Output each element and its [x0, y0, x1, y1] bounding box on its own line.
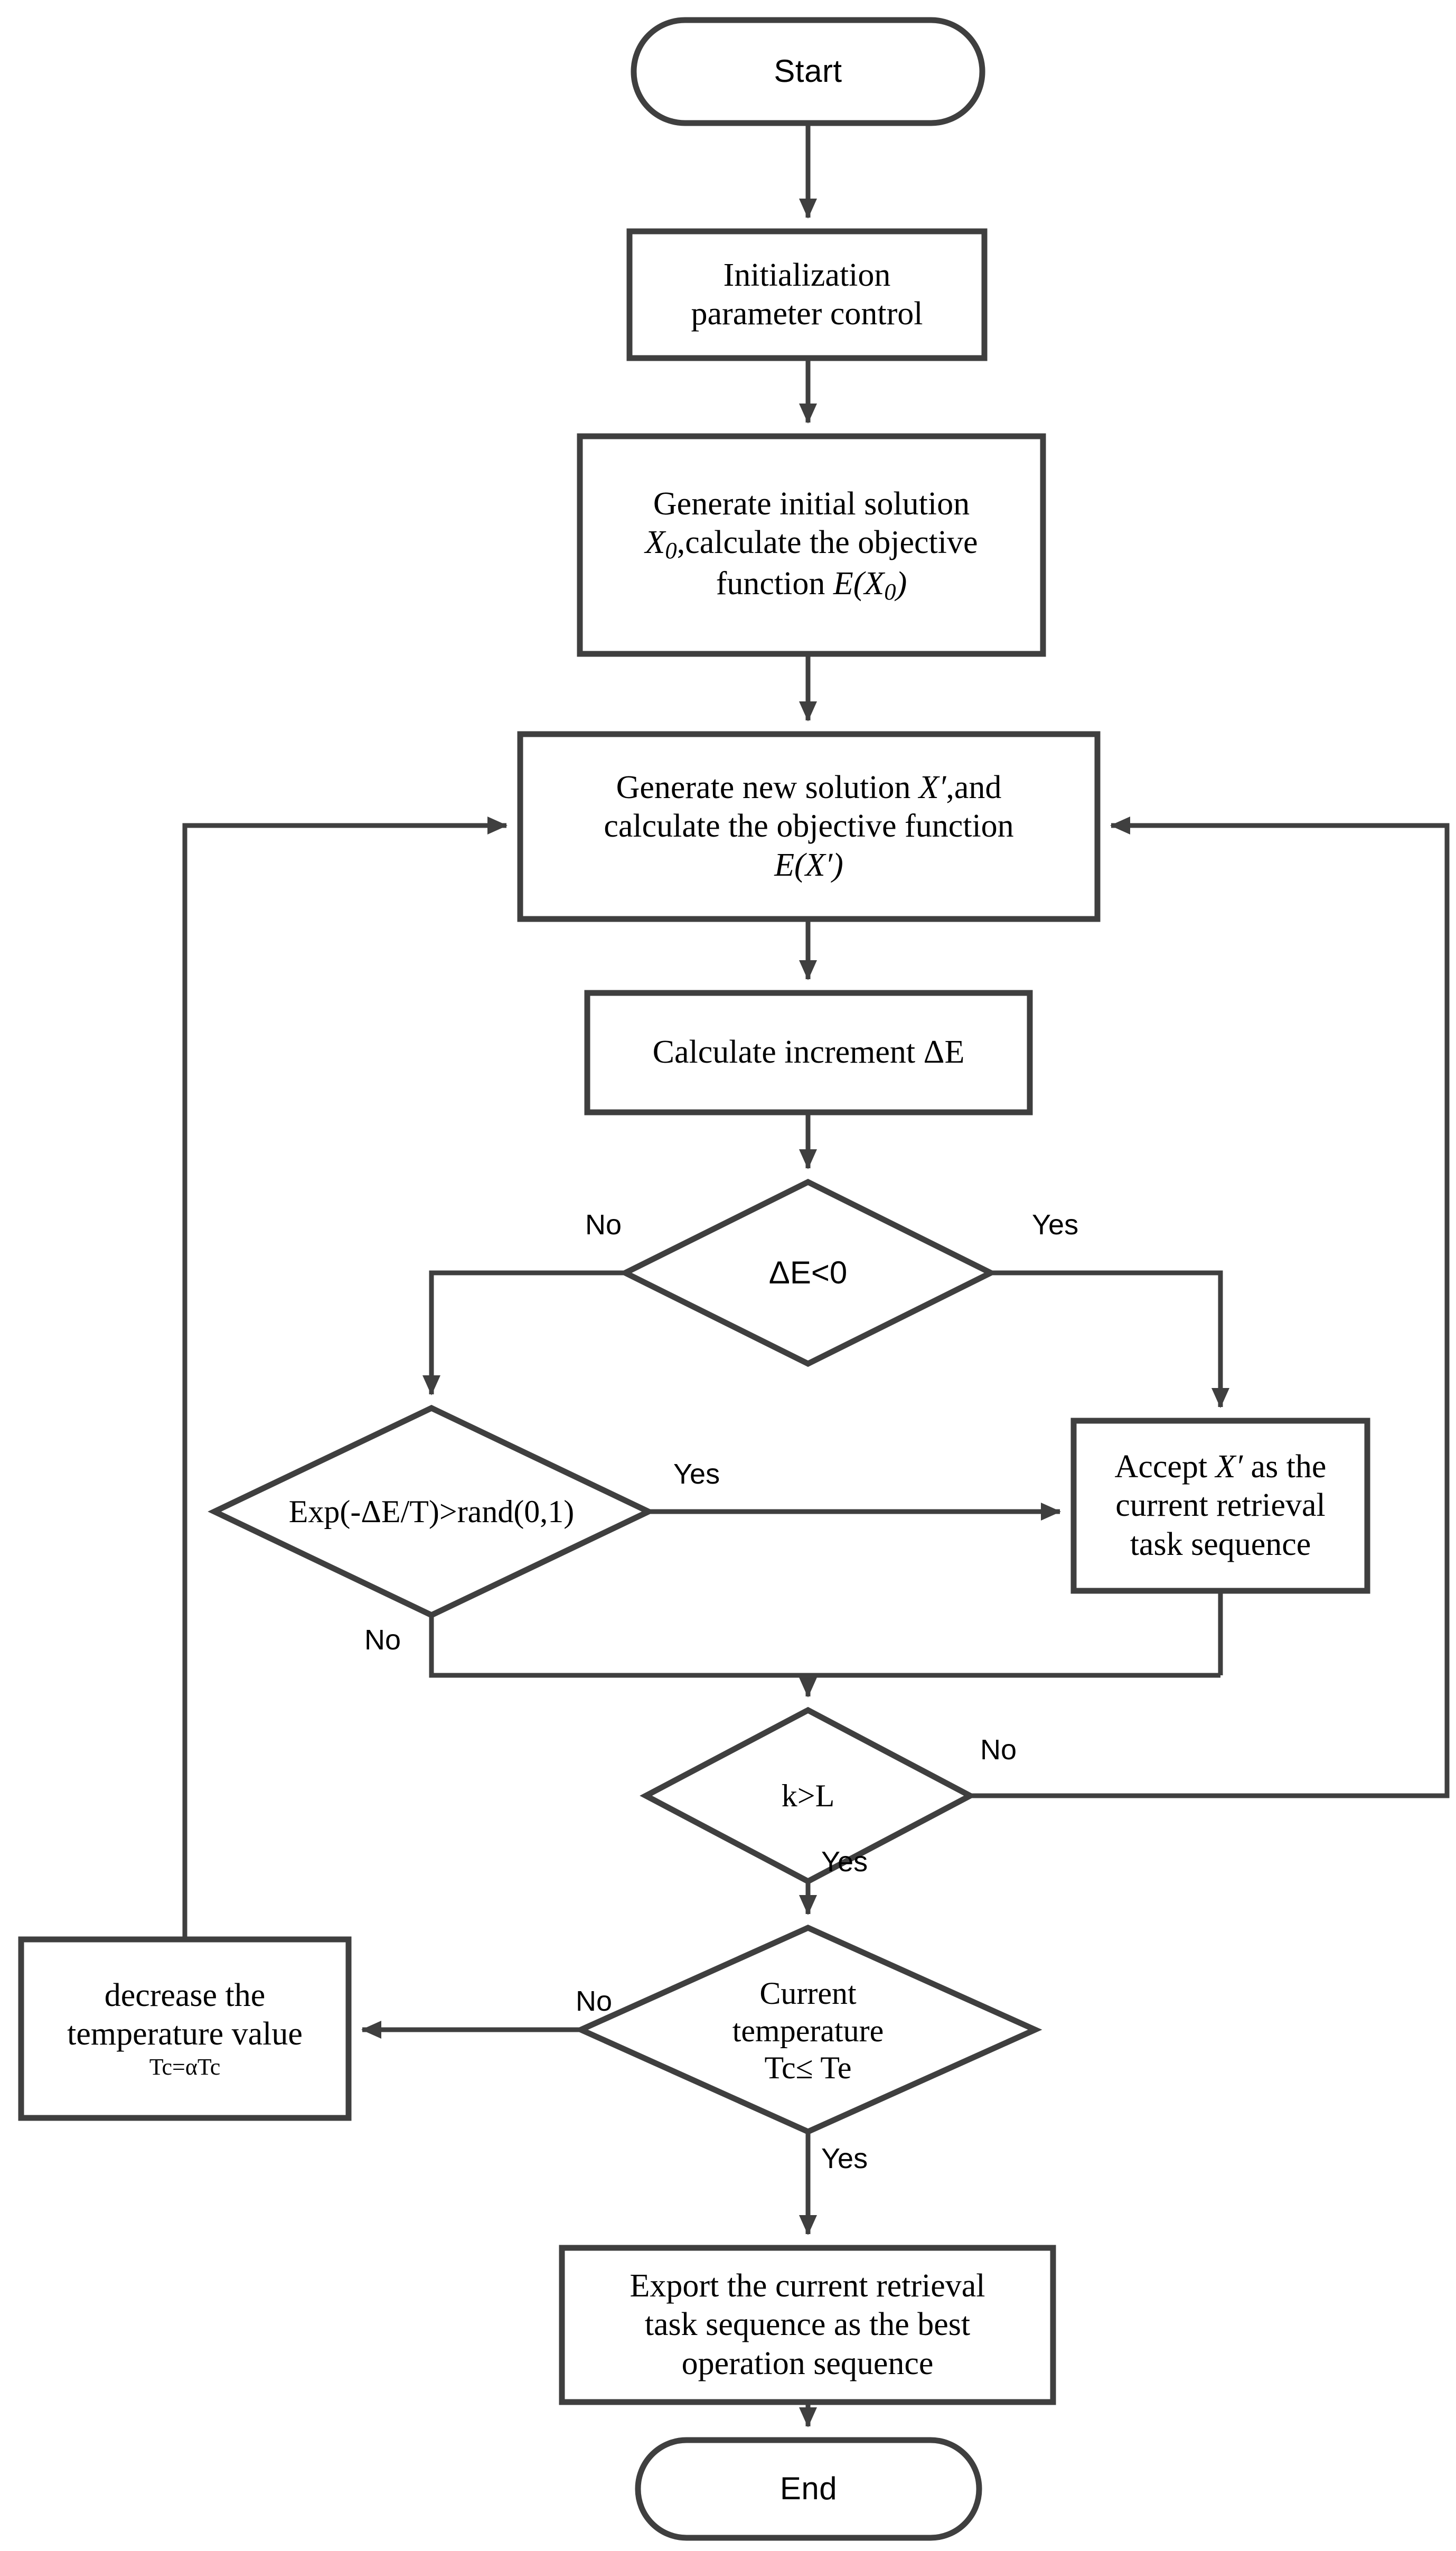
node-decrease-temp-shape — [18, 1936, 352, 2121]
node-init-shape — [626, 228, 988, 361]
edge-decisionexp-no — [429, 1615, 1220, 1678]
node-gen-new-shape — [517, 731, 1101, 922]
node-start-shape — [631, 17, 985, 126]
node-gen-initial-shape — [577, 433, 1046, 657]
edge-decisionde-yes — [991, 1270, 1229, 1408]
edge-decisionkl-no — [970, 817, 1450, 1798]
node-decision-de-shape — [618, 1178, 998, 1367]
node-end-shape — [635, 2437, 982, 2541]
node-decision-kl-shape — [640, 1706, 976, 1885]
edge-decreasetemp-gennew — [182, 817, 508, 1939]
node-decision-exp-shape — [208, 1404, 655, 1619]
node-calc-increment-shape — [584, 990, 1033, 1115]
node-accept-shape — [1070, 1418, 1370, 1594]
edge-decisionde-no — [422, 1270, 625, 1395]
node-export-shape — [559, 2245, 1056, 2405]
node-decision-temp-shape — [574, 1924, 1042, 2135]
